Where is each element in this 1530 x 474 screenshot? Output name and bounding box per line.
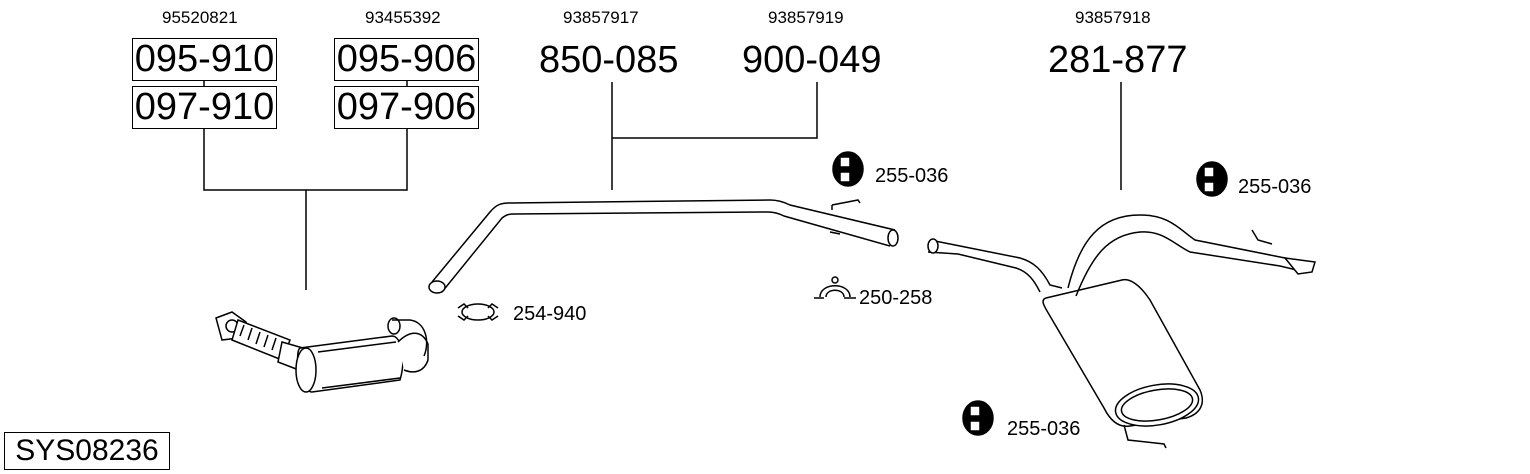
rear-silencer <box>927 214 1316 449</box>
fitting-label-clamp-front[interactable]: 254-940 <box>513 303 587 325</box>
fitting-label-clamp-rear[interactable]: 250-258 <box>859 287 933 309</box>
part-code-middle-pipe-right[interactable]: 900-049 <box>742 39 882 81</box>
system-code-badge: SYS08236 <box>4 432 170 470</box>
part-code-catalyst-left-1[interactable]: 095-910 <box>132 38 277 81</box>
oem-number-middle-pipe-left: 93857917 <box>563 8 639 27</box>
part-code-middle-pipe-left[interactable]: 850-085 <box>539 39 679 81</box>
fitting-label-rubber-mount-2[interactable]: 255-036 <box>1238 176 1312 198</box>
part-code-catalyst-right-1[interactable]: 095-906 <box>334 38 479 81</box>
oem-number-catalyst-left: 95520821 <box>162 8 238 27</box>
part-code-catalyst-left-2[interactable]: 097-910 <box>132 86 277 129</box>
middle-pipe <box>428 199 899 294</box>
oem-number-rear-silencer: 93857918 <box>1075 8 1151 27</box>
oem-number-catalyst-right: 93455392 <box>365 8 441 27</box>
connector-line <box>203 129 408 191</box>
fitting-label-rubber-mount-3[interactable]: 255-036 <box>1007 418 1081 440</box>
rubber-mount-icon <box>832 151 864 187</box>
rubber-mount-icon <box>962 400 994 436</box>
clamp-icon <box>457 303 499 321</box>
fitting-label-rubber-mount-1[interactable]: 255-036 <box>875 165 949 187</box>
catalytic-converter <box>215 311 429 393</box>
part-code-catalyst-right-2[interactable]: 097-906 <box>334 86 479 129</box>
rubber-mount-icon <box>1196 161 1228 197</box>
part-code-rear-silencer[interactable]: 281-877 <box>1048 39 1188 81</box>
oem-number-middle-pipe-right: 93857919 <box>768 8 844 27</box>
connector-line <box>612 82 818 139</box>
clamp-icon <box>814 276 856 299</box>
